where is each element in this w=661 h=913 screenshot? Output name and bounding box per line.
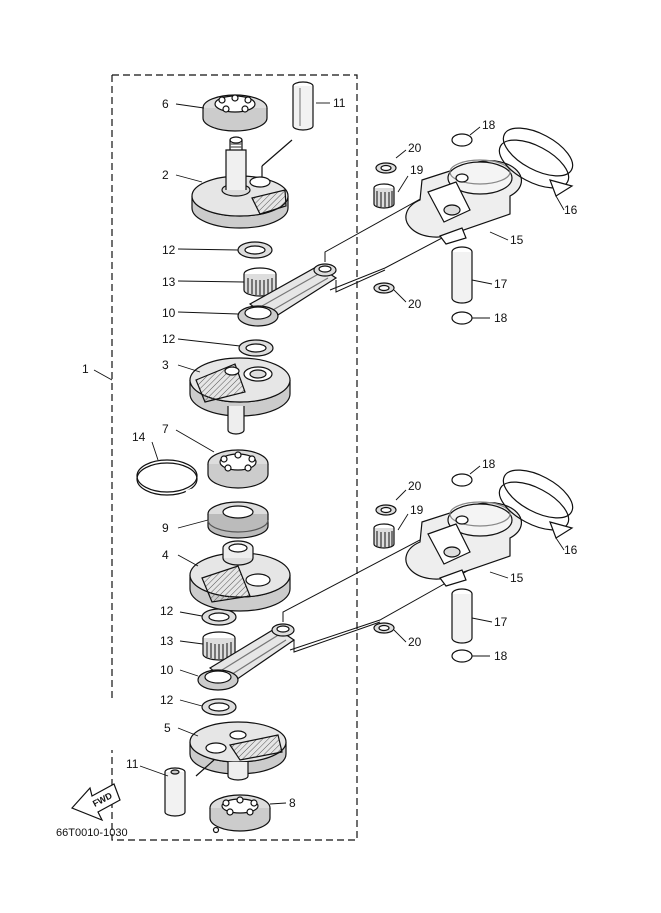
callout-2: 2 (162, 168, 169, 182)
part-20-washer-upper-b (373, 282, 395, 294)
callout-13-a: 13 (162, 275, 176, 289)
part-3-crank-web (189, 357, 291, 435)
part-20-washer-lower-a (375, 504, 397, 516)
part-6-bearing (202, 94, 268, 132)
part-18-clip-lower-b (451, 649, 473, 663)
part-11-pin-bottom (164, 767, 186, 817)
callout-11-bottom: 11 (126, 757, 139, 771)
callout-3: 3 (162, 358, 169, 372)
part-17-piston-pin-lower (451, 588, 473, 644)
callout-5: 5 (164, 721, 171, 735)
part-2-crank-upper (191, 136, 293, 229)
part-10-conrod-lower (197, 623, 296, 691)
callout-20-d: 20 (408, 635, 422, 649)
callout-19-a: 19 (410, 163, 424, 177)
callout-6: 6 (162, 97, 169, 111)
callout-10-b: 10 (160, 663, 174, 677)
callout-13-b: 13 (160, 634, 174, 648)
part-7-bearing (207, 449, 269, 489)
callout-18-c: 18 (482, 457, 496, 471)
part-11-pin-top (292, 81, 314, 131)
leader-lines (93, 102, 565, 805)
callout-15-a: 15 (510, 233, 524, 247)
part-17-piston-pin-upper (451, 246, 473, 304)
part-5-crank-lower (189, 721, 287, 781)
part-18-clip-lower-a (451, 473, 473, 487)
part-18-clip-upper-b (451, 311, 473, 325)
callout-12-d: 12 (160, 693, 174, 707)
part-10-conrod-upper (237, 263, 338, 327)
part-18-clip-upper-a (451, 133, 473, 147)
part-13-needle-bearing-a (243, 267, 277, 297)
part-12-washer-c (201, 608, 237, 626)
part-19-needle-bearing-lower (373, 523, 395, 549)
callout-20-b: 20 (408, 297, 422, 311)
part-20-washer-lower-b (373, 622, 395, 634)
part-8-bearing (209, 794, 271, 834)
part-13-needle-bearing-b (202, 631, 236, 661)
part-15-piston-lower (405, 501, 523, 587)
part-12-washer-d (201, 698, 237, 716)
callout-11-top: 11 (333, 96, 346, 110)
part-14-seal-ring (136, 459, 198, 496)
callout-14: 14 (132, 430, 146, 444)
callout-16-b: 16 (564, 543, 578, 557)
callout-17-b: 17 (494, 615, 508, 629)
part-12-washer-b (238, 339, 274, 357)
callout-4: 4 (162, 548, 169, 562)
fwd-arrow-icon (70, 783, 121, 822)
callout-9: 9 (162, 521, 169, 535)
part-12-washer-a (237, 241, 273, 259)
part-20-washer-upper-a (375, 162, 397, 174)
part-15-piston-upper (405, 159, 523, 245)
part-16-piston-rings-upper (498, 127, 574, 197)
part-4-crank-web (189, 540, 291, 612)
part-19-needle-bearing-upper (373, 183, 395, 209)
callout-12-b: 12 (162, 332, 176, 346)
part-16-piston-rings-lower (498, 469, 574, 539)
callout-18-b: 18 (494, 311, 508, 325)
callout-20-c: 20 (408, 479, 422, 493)
callout-1: 1 (82, 362, 89, 376)
callout-16-a: 16 (564, 203, 578, 217)
callout-7: 7 (162, 422, 169, 436)
callout-8: 8 (289, 796, 296, 810)
drawing-code: 66T0010-1030 (56, 827, 128, 839)
callout-17-a: 17 (494, 277, 508, 291)
callout-15-b: 15 (510, 571, 524, 585)
callout-20-a: 20 (408, 141, 422, 155)
part-9-labyrinth-seal (207, 501, 269, 539)
callout-18-a: 18 (482, 118, 496, 132)
callout-12-a: 12 (162, 243, 176, 257)
callout-19-b: 19 (410, 503, 424, 517)
callout-10-a: 10 (162, 306, 176, 320)
callout-18-d: 18 (494, 649, 508, 663)
callout-12-c: 12 (160, 604, 174, 618)
